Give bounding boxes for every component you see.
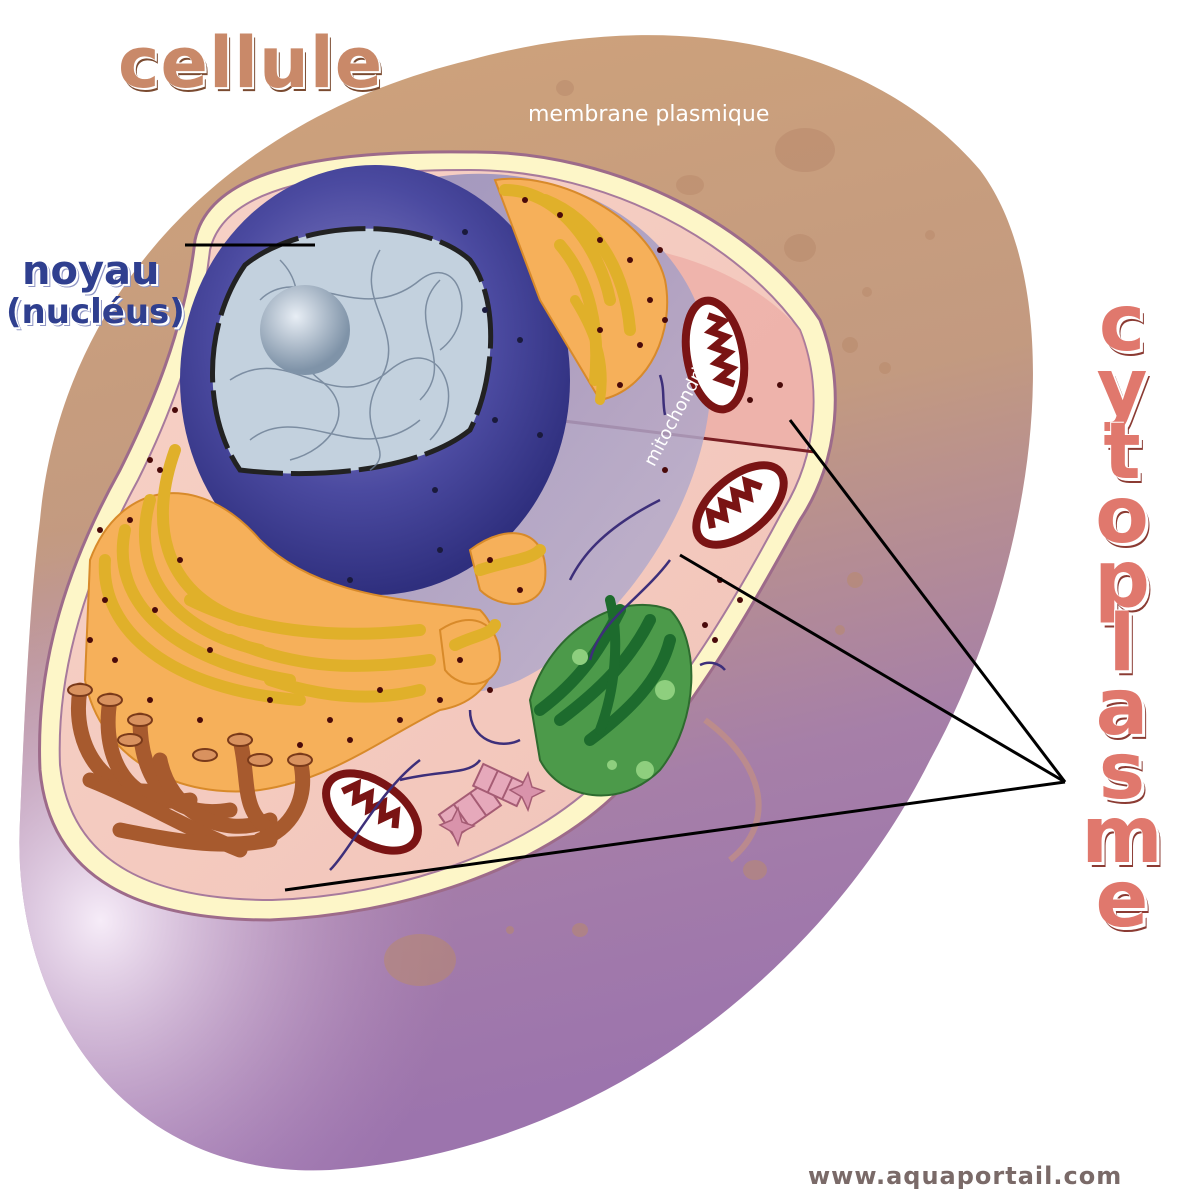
cytoplasm-letter: e — [1095, 855, 1149, 945]
cytoplasm-callout-line-3 — [284, 780, 1066, 892]
rough-er-upper — [493, 177, 669, 405]
golgi-cisternae — [98, 444, 546, 706]
mitochondrion-upper — [681, 296, 749, 414]
er-surface-ridge — [703, 717, 762, 863]
chloroplast — [528, 595, 693, 797]
cytoplasm-letter: t — [1103, 407, 1141, 497]
title-cellule: cellule — [118, 22, 384, 104]
cytoplasm-letter: a — [1095, 663, 1149, 753]
label-nucleus: noyau — [22, 248, 160, 294]
smooth-er-openings — [67, 683, 313, 767]
label-cytoplasm: c y t o p l a s m e — [1072, 279, 1172, 945]
callout-lines — [185, 243, 1067, 892]
nucleoplasm — [210, 226, 494, 477]
ribosomes-upper — [522, 197, 783, 403]
cytoplasm-letter: l — [1108, 599, 1136, 689]
mitochondrion-middle — [692, 461, 788, 549]
cytoplasm-callout-line-2 — [679, 553, 1066, 784]
cytoplasm-letter: p — [1094, 535, 1150, 625]
cytoplasm-letter: c — [1098, 279, 1146, 369]
cytoplasm-letter: s — [1098, 727, 1146, 817]
ribosomes-lower — [87, 407, 743, 748]
label-nucleus-sub: (nucléus) — [6, 292, 185, 332]
label-plasma-membrane: membrane plasmique — [528, 102, 770, 127]
surface-bumps — [384, 80, 935, 986]
cytoskeleton — [329, 374, 726, 871]
cytoplasm-letter: o — [1095, 471, 1149, 561]
nuclear-pores — [242, 229, 543, 583]
centrioles — [437, 762, 546, 848]
nucleolus — [260, 285, 350, 375]
cytoplasm-letter: y — [1096, 343, 1148, 433]
cytoplasm-callout-line-1 — [788, 419, 1067, 783]
cytoplasm-letter: m — [1081, 791, 1163, 881]
watermark: www.aquaportail.com — [808, 1162, 1123, 1190]
smooth-er — [71, 682, 311, 858]
